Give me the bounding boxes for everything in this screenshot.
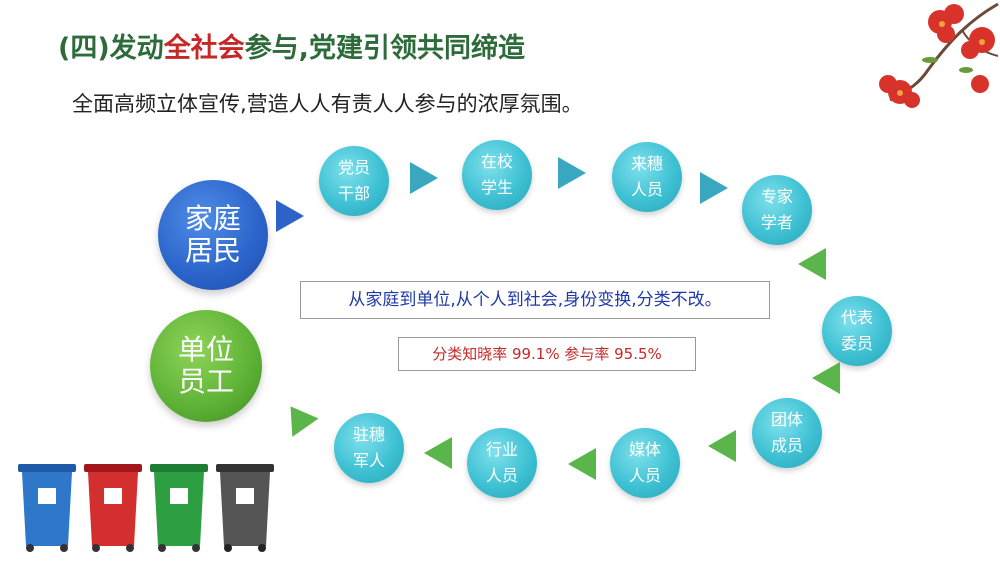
arrow-icon <box>558 157 586 189</box>
node-migrants: 来穗 人员 <box>612 142 682 212</box>
node-unit-employees: 单位 员工 <box>150 310 262 422</box>
sorting-bins-illustration <box>16 458 278 554</box>
title-highlight: 全社会 <box>164 33 245 64</box>
node-students: 在校 学生 <box>462 140 532 210</box>
arrow-icon <box>812 362 840 394</box>
node-family-residents: 家庭 居民 <box>158 180 268 290</box>
arrow-icon <box>276 200 304 232</box>
node-party-cadres: 党员 干部 <box>319 146 389 216</box>
other-waste-bin-icon <box>216 464 274 552</box>
subtitle: 全面高频立体宣传,营造人人有责人人参与的浓厚氛围。 <box>72 88 583 118</box>
node-army: 驻穗 军人 <box>334 413 404 483</box>
node-group-members: 团体 成员 <box>752 398 822 468</box>
arrow-icon <box>798 248 826 280</box>
awareness-stats: 分类知晓率 99.1% 参与率 95.5% <box>398 337 696 371</box>
kitchen-waste-bin-icon <box>150 464 208 552</box>
identity-statement: 从家庭到单位,从个人到社会,身份变换,分类不改。 <box>300 281 770 319</box>
kapok-flower-decoration <box>870 0 1000 120</box>
node-experts: 专家 学者 <box>742 175 812 245</box>
arrow-icon <box>700 172 728 204</box>
recyclable-bin-icon <box>18 464 76 552</box>
arrow-icon <box>410 162 438 194</box>
arrow-icon <box>568 448 596 480</box>
title-suffix: 参与,党建引领共同缔造 <box>245 33 525 64</box>
arrow-icon <box>277 397 318 437</box>
node-media: 媒体 人员 <box>610 428 680 498</box>
hazardous-bin-icon <box>84 464 142 552</box>
title-prefix: (四)发动 <box>58 33 164 64</box>
node-deputies: 代表 委员 <box>822 296 892 366</box>
node-industry: 行业 人员 <box>467 428 537 498</box>
page-title: (四)发动全社会参与,党建引领共同缔造 <box>58 26 525 65</box>
arrow-icon <box>708 430 736 462</box>
arrow-icon <box>424 437 452 469</box>
